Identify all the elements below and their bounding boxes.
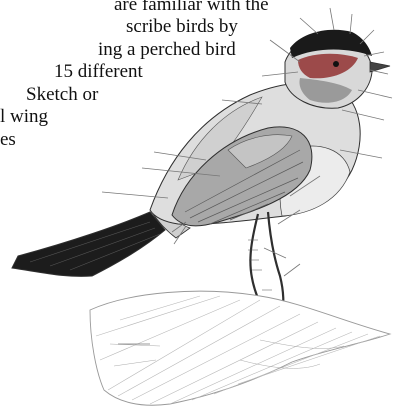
bird-tail xyxy=(12,212,165,276)
spread-wing-sketch xyxy=(90,291,390,405)
leg-scales xyxy=(248,240,276,300)
bird-eye xyxy=(333,61,339,67)
